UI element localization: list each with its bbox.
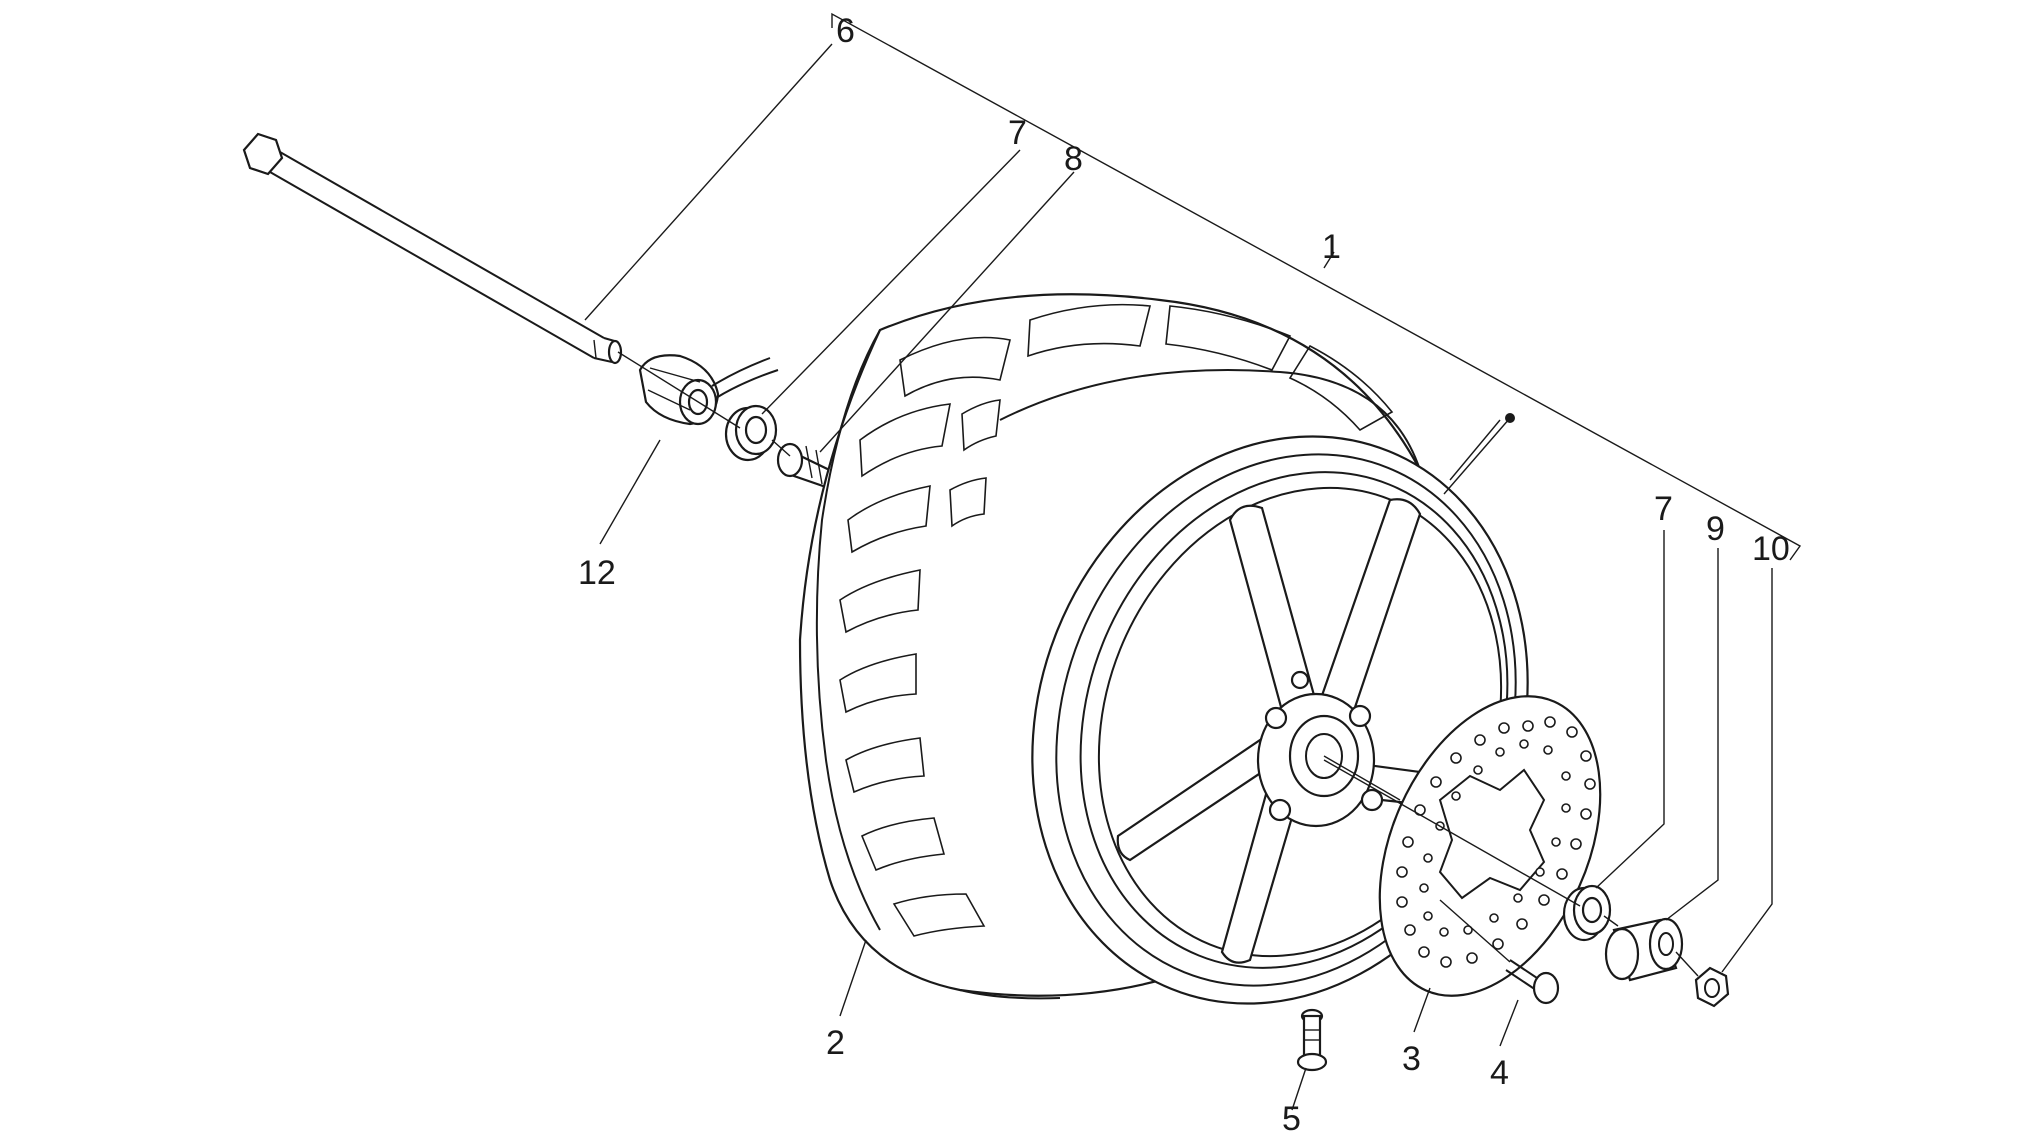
disc-screw-4 (1439, 899, 1560, 1005)
brake-disc-3 (1378, 695, 1602, 997)
callout-12: 12 (578, 554, 616, 592)
callout-6: 6 (836, 12, 855, 50)
callout-labels: 6 7 8 1 12 7 9 10 2 3 4 5 (578, 12, 1790, 1135)
assembly-bracket-1 (831, 12, 1802, 561)
spacer-9 (1604, 917, 1684, 982)
axle-nut-10 (1694, 966, 1730, 1008)
callout-8: 8 (1064, 140, 1083, 178)
callout-9: 9 (1706, 510, 1725, 548)
bearing-7-upper (724, 404, 778, 462)
axle-centerline (617, 351, 1699, 977)
bearing-7-lower (1562, 884, 1612, 942)
callout-4: 4 (1490, 1054, 1509, 1092)
valve-5 (1296, 1008, 1328, 1072)
rim-leader (1443, 413, 1515, 495)
callout-2: 2 (826, 1024, 845, 1062)
callout-1: 1 (1322, 228, 1341, 266)
leader-lines (584, 43, 1773, 1111)
callout-7-upper: 7 (1008, 114, 1027, 152)
callout-7-lower: 7 (1654, 490, 1673, 528)
callout-5: 5 (1282, 1100, 1301, 1135)
axle-6 (242, 132, 623, 365)
callout-10: 10 (1752, 530, 1790, 568)
callout-3: 3 (1402, 1040, 1421, 1078)
